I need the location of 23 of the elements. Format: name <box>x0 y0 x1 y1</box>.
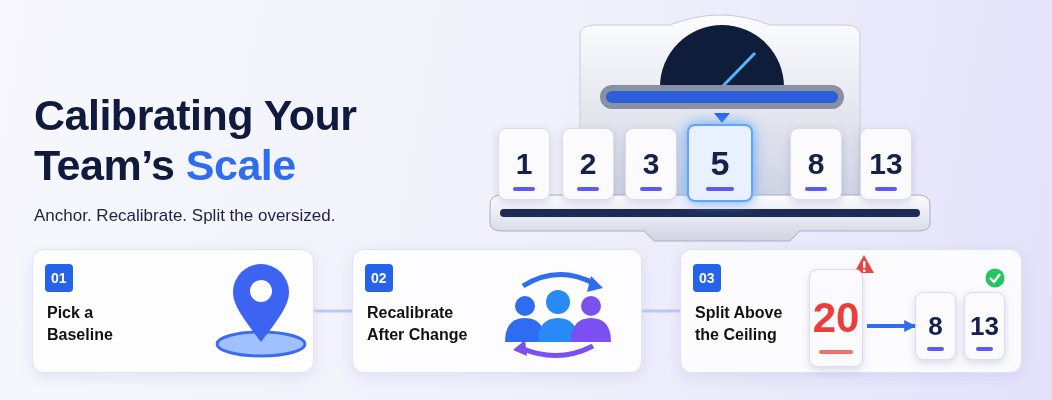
step-card <box>32 249 314 373</box>
step-number: 02 <box>365 264 393 292</box>
number-card: 2 <box>562 128 614 200</box>
step-card <box>680 249 1022 373</box>
number-card: 3 <box>625 128 677 200</box>
step-title: Pick a Baseline <box>47 303 114 345</box>
number-card: 13 <box>964 292 1005 360</box>
step-title: Recalibrate After Change <box>367 303 469 345</box>
number-card: 20 <box>809 269 863 367</box>
arrow <box>867 320 917 332</box>
number-card: 1 <box>498 128 550 200</box>
step-number: 03 <box>693 264 721 292</box>
number-card: 5 <box>687 124 753 202</box>
step-card <box>352 249 642 373</box>
title: Calibrating Your Team’s Scale <box>34 90 358 190</box>
connector-line <box>642 309 680 313</box>
number-card: 8 <box>790 128 842 200</box>
connector-line <box>314 309 352 313</box>
step-title: Split Above the Ceiling <box>695 303 784 345</box>
subtitle: Anchor. Recalibrate. Split the oversized. <box>34 206 336 226</box>
number-card: 8 <box>915 292 956 360</box>
step-number: 01 <box>45 264 73 292</box>
number-card: 13 <box>860 128 912 200</box>
